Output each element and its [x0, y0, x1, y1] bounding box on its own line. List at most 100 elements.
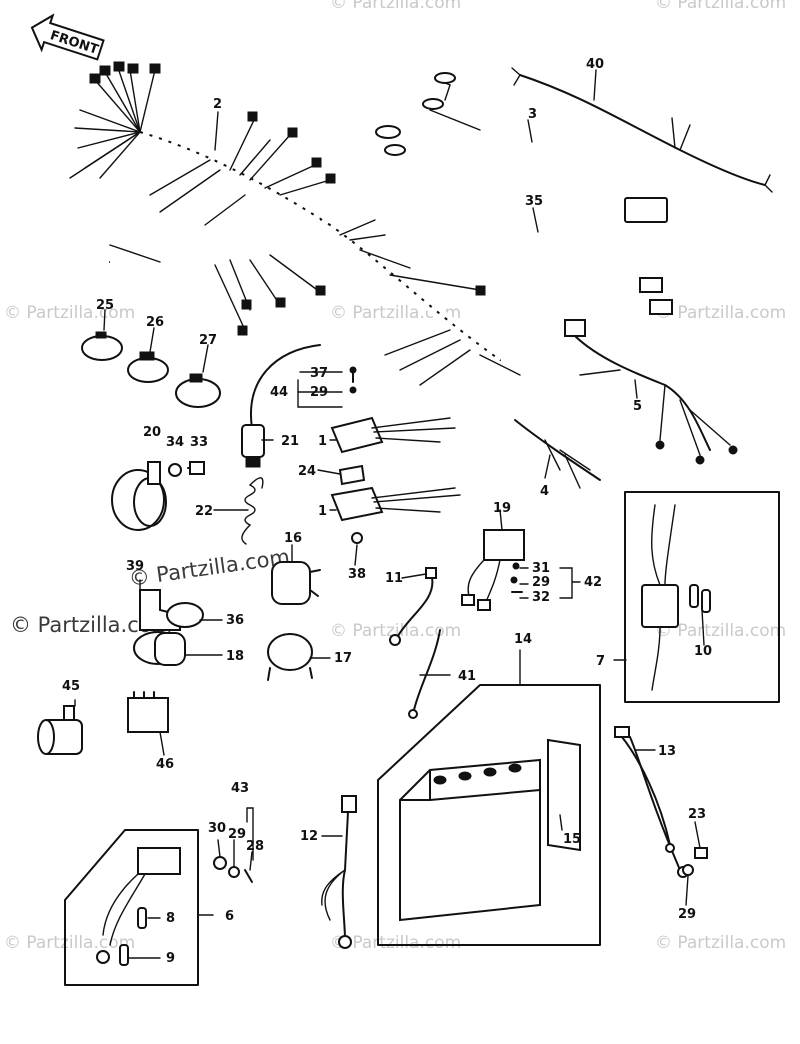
callout-41: 41: [458, 669, 476, 684]
callout-18: 18: [226, 649, 244, 664]
washer-29-right: [682, 864, 694, 876]
callout-2: 2: [213, 97, 222, 112]
regulator-19: [461, 529, 525, 611]
leader-lines: [74, 69, 705, 959]
bolt-23: [694, 847, 708, 859]
callout-9: 9: [166, 951, 175, 966]
fuse-group-6: [64, 829, 199, 986]
watermark: © Partzilla.com: [4, 303, 135, 323]
callout-16: 16: [284, 531, 302, 546]
callout-6: 6: [225, 909, 234, 924]
nut-38: [351, 532, 363, 544]
callout-39: 39: [126, 559, 144, 574]
callout-27: 27: [199, 333, 217, 348]
callout-40: 40: [586, 57, 604, 72]
callout-42: 42: [584, 575, 602, 590]
callout-15: 15: [563, 832, 581, 847]
lead-12: [321, 795, 357, 949]
part-45: [37, 705, 83, 755]
callout-5: 5: [633, 399, 642, 414]
washer-34: [168, 463, 182, 477]
callout-13: 13: [658, 744, 676, 759]
flasher-18: [133, 631, 186, 666]
callout-19: 19: [493, 501, 511, 516]
brake-switch-21: [241, 344, 321, 468]
clamp-36: [166, 602, 204, 628]
callout-43: 43: [231, 781, 249, 796]
terminal-plate-1a: [330, 416, 456, 454]
washer-29-top: [349, 386, 357, 394]
callout-29d: 29: [678, 907, 696, 922]
callout-12: 12: [300, 829, 318, 844]
watermarks: © Partzilla.com © Partzilla.com © Partzi…: [4, 0, 786, 953]
sub-harness-4: [514, 419, 601, 489]
callout-22: 22: [195, 504, 213, 519]
lead-41: [408, 629, 441, 719]
callout-8: 8: [166, 911, 175, 926]
watermark: © Partzilla.com: [330, 933, 461, 953]
relay-16: [271, 561, 321, 605]
callout-24: 24: [298, 464, 316, 479]
callout-45: 45: [62, 679, 80, 694]
sub-harness-5: [564, 319, 738, 465]
watermark: © Partzilla.com: [655, 303, 786, 323]
lead-13: [614, 726, 689, 878]
callout-46: 46: [156, 757, 174, 772]
screws-31-29-32: [510, 562, 523, 593]
watermark: © Partzilla.com: [655, 933, 786, 953]
watermark: © Partzilla.com: [4, 933, 135, 953]
callout-25: 25: [96, 298, 114, 313]
callout-44: 44: [270, 385, 288, 400]
spring-22: [241, 477, 264, 545]
bolt-37: [349, 366, 357, 383]
bolt-33: [189, 461, 205, 475]
part-46: [127, 691, 169, 733]
callout-11: 11: [385, 571, 403, 586]
battery-group-14: [377, 684, 601, 946]
watermark: © Partzilla.com: [655, 621, 786, 641]
callout-23: 23: [688, 807, 706, 822]
callout-4: 4: [540, 484, 549, 499]
callout-1b: 1: [318, 504, 327, 519]
callout-26: 26: [146, 315, 164, 330]
callout-10: 10: [694, 644, 712, 659]
callout-14: 14: [514, 632, 532, 647]
main-harness: [69, 61, 521, 386]
sub-harness-3: [422, 72, 668, 223]
watermark: © Partzilla.com: [330, 0, 461, 13]
callout-7: 7: [596, 654, 605, 669]
callout-29c: 29: [228, 827, 246, 842]
callout-34: 34: [166, 435, 184, 450]
sub-harness-35: [375, 125, 673, 315]
sub-harness-40: [511, 67, 773, 193]
lead-11: [389, 567, 437, 646]
fuse-box-group-7: [624, 491, 780, 703]
callout-35: 35: [525, 194, 543, 209]
callout-33: 33: [190, 435, 208, 450]
watermark: © Partzilla.com: [330, 621, 461, 641]
callout-28: 28: [246, 839, 264, 854]
callout-30: 30: [208, 821, 226, 836]
callout-32: 32: [532, 590, 550, 605]
callout-36: 36: [226, 613, 244, 628]
bracket-24: [338, 464, 366, 486]
clamp-25: [81, 331, 123, 361]
callout-31: 31: [532, 561, 550, 576]
callout-29a: 29: [310, 385, 328, 400]
callout-37: 37: [310, 366, 328, 381]
callout-3: 3: [528, 107, 537, 122]
clamp-26: [127, 351, 169, 383]
callout-21: 21: [281, 434, 299, 449]
clamp-27: [175, 373, 221, 408]
callout-20: 20: [143, 425, 161, 440]
callout-1a: 1: [318, 434, 327, 449]
front-arrow-icon: FRONT: [30, 13, 105, 61]
watermark-dark: © Partzilla.com: [127, 545, 291, 591]
callout-17: 17: [334, 651, 352, 666]
callout-38: 38: [348, 567, 366, 582]
relay-17: [267, 633, 313, 681]
callouts: 2 3 40 35 5 4 25 26 27 37 44 29 21 20 34…: [62, 57, 712, 966]
watermark: © Partzilla.com: [655, 0, 786, 13]
callout-29b: 29: [532, 575, 550, 590]
